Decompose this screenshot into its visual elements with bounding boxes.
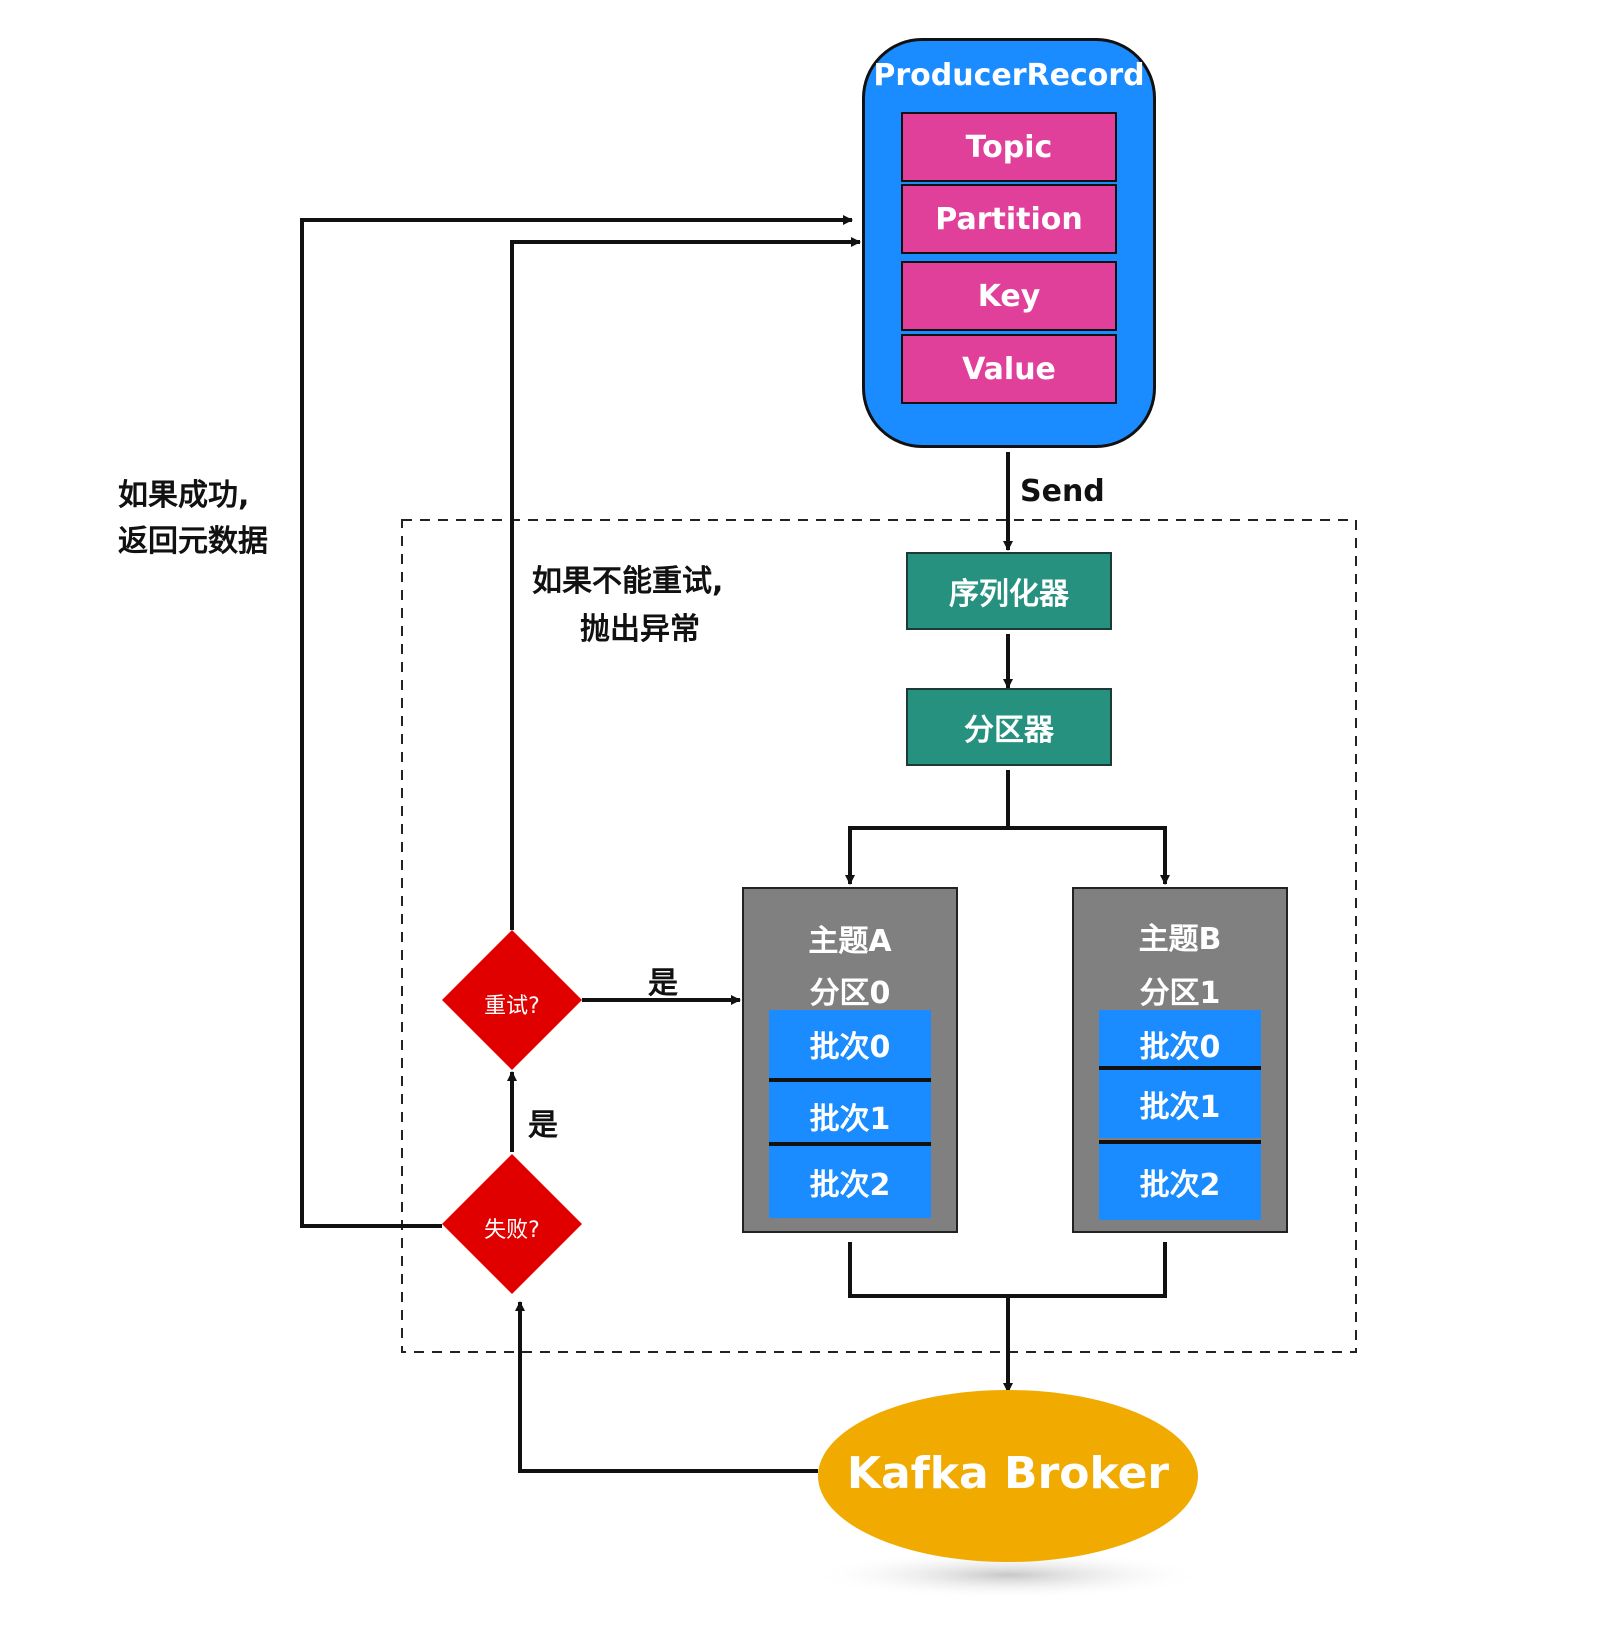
- field-partition: Partition: [901, 184, 1117, 254]
- batch-divider: [1099, 1066, 1261, 1070]
- batch-divider: [769, 1142, 931, 1146]
- partition-a-batch-2: 批次2: [769, 1146, 931, 1218]
- fail-diamond-label: 失败?: [484, 1218, 540, 1243]
- success-note-line-2: 返回元数据: [118, 524, 268, 559]
- no-retry-note-line-1: 如果不能重试,: [532, 564, 724, 599]
- partition-a-batch-1: 批次1: [769, 1082, 931, 1150]
- batch-divider: [1099, 1140, 1261, 1144]
- partition-a-batch-0: 批次0: [769, 1010, 931, 1078]
- partition-b-id: 分区1: [1139, 976, 1221, 1011]
- yes-label-fail: 是: [528, 1108, 558, 1143]
- kafka-broker-ellipse: [818, 1390, 1198, 1562]
- send-label: Send: [1020, 474, 1105, 509]
- producer-boundary: [401, 519, 1357, 1353]
- partition-a-id: 分区0: [809, 976, 891, 1011]
- producer-record-title: ProducerRecord: [873, 58, 1145, 93]
- yes-label-retry: 是: [648, 966, 678, 1001]
- kafka-broker-label: Kafka Broker: [846, 1448, 1170, 1499]
- retry-diamond: [442, 930, 582, 1070]
- success-note-line-1: 如果成功,: [118, 478, 250, 513]
- field-key: Key: [901, 261, 1117, 331]
- retry-diamond-label: 重试?: [484, 994, 540, 1019]
- partition-b-batch-1: 批次1: [1099, 1070, 1261, 1138]
- serializer-box: 序列化器: [906, 552, 1112, 630]
- field-topic: Topic: [901, 112, 1117, 182]
- broker-to-fail-arrow: [515, 1301, 818, 1473]
- no-retry-note-line-2: 抛出异常: [580, 612, 700, 647]
- partition-a-topic: 主题A: [808, 924, 892, 959]
- partition-b-batch-2: 批次2: [1099, 1144, 1261, 1220]
- fail-diamond: [442, 1154, 582, 1294]
- partitioner-branch-line: [845, 770, 1010, 885]
- no-retry-loop-arrow: [510, 237, 861, 930]
- partition-b-topic: 主题B: [1138, 922, 1222, 957]
- partitioner-box: 分区器: [906, 688, 1112, 766]
- success-loop-arrow: [300, 215, 853, 1228]
- partitions-merge-line: [848, 1242, 1167, 1298]
- field-value: Value: [901, 334, 1117, 404]
- partitioner-branch-line-b: [1008, 826, 1170, 885]
- batch-divider: [769, 1078, 931, 1082]
- broker-shadow: [808, 1551, 1208, 1599]
